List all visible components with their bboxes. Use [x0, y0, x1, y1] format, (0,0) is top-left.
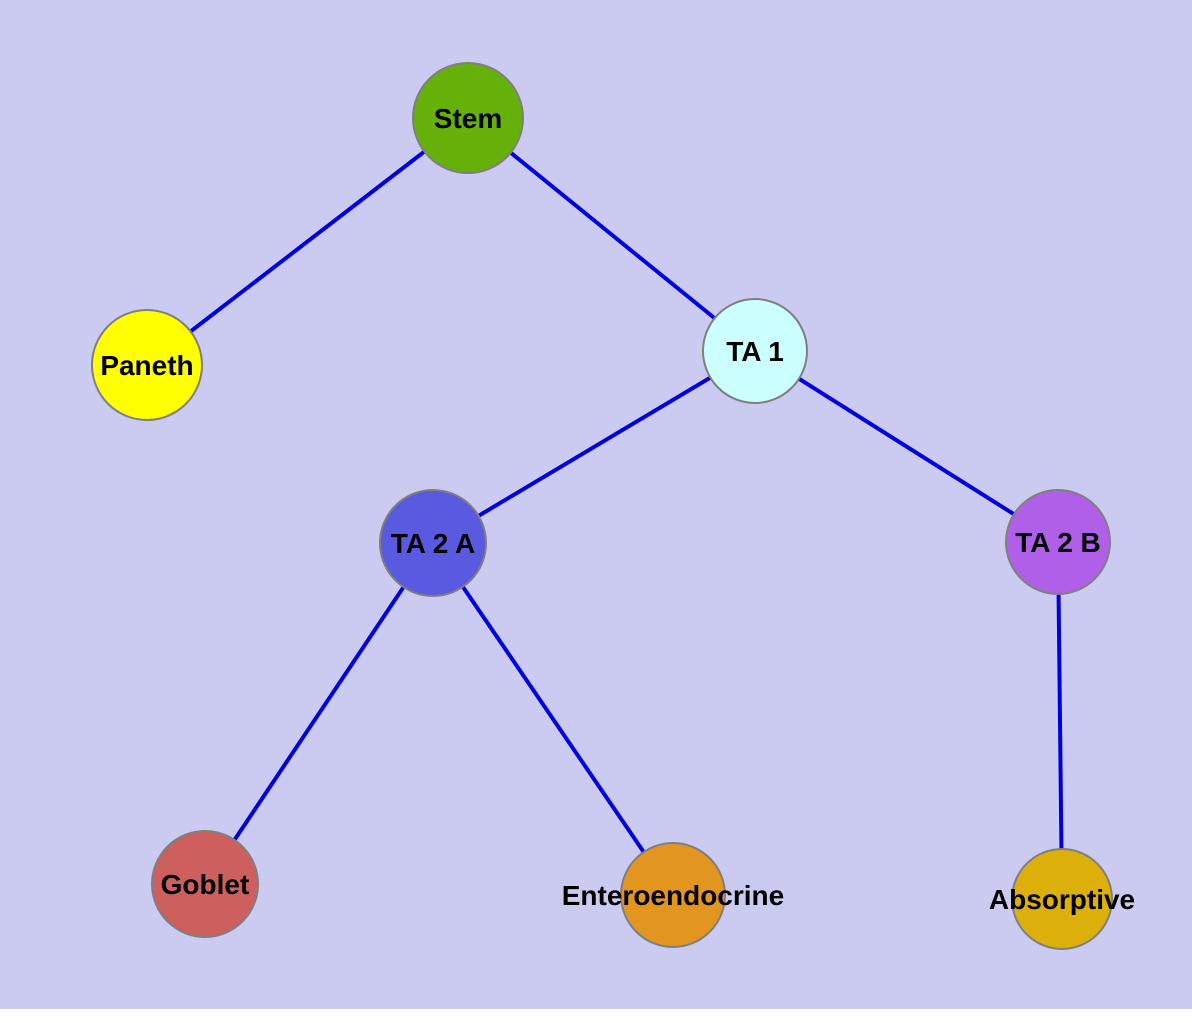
edge-ta-1-ta-2-a: [431, 349, 757, 545]
edge-ta-2-b-absorptive: [1056, 541, 1064, 900]
edge-ta-1-ta-2-b: [753, 349, 1060, 544]
node-goblet: [151, 830, 259, 938]
node-ta-2-a: [379, 489, 487, 597]
node-label-ta-2-a: TA 2 A: [391, 528, 476, 559]
node-label-paneth: Paneth: [100, 350, 193, 381]
node-enteroendocrine: [620, 842, 726, 948]
node-label-goblet: Goblet: [161, 869, 250, 900]
node-ta-1: [702, 298, 808, 404]
node-label-ta-2-b: TA 2 B: [1015, 527, 1101, 558]
node-ta-2-b: [1005, 489, 1111, 595]
edge-ta-2-a-goblet: [203, 541, 435, 886]
edge-stem-paneth: [145, 116, 470, 367]
node-label-enteroendocrine: Enteroendocrine: [562, 880, 784, 911]
bottom-margin: [0, 1009, 1192, 1023]
node-label-ta-1: TA 1: [726, 336, 784, 367]
node-label-absorptive: Absorptive: [989, 884, 1135, 915]
node-absorptive: [1011, 848, 1113, 950]
node-label-stem: Stem: [434, 103, 502, 134]
node-paneth: [91, 309, 203, 421]
edge-stem-ta-1: [466, 116, 757, 353]
edge-ta-2-a-enteroendocrine: [431, 541, 675, 897]
node-stem: [412, 62, 524, 174]
